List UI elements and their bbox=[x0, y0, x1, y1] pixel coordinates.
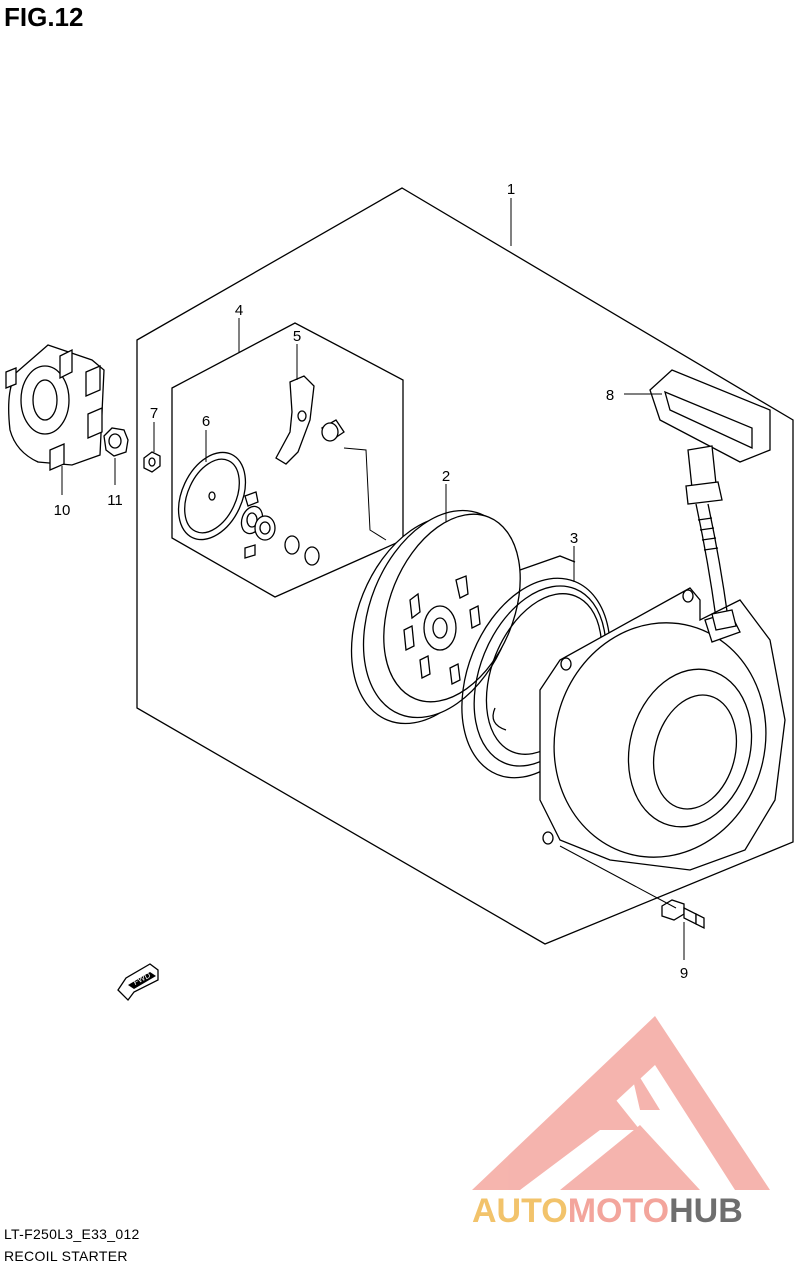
diagram-code: LT-F250L3_E33_012 bbox=[4, 1226, 140, 1242]
plate-part bbox=[177, 451, 247, 541]
fwd-arrow-icon: FWD bbox=[117, 963, 159, 1001]
watermark-auto: AUTO bbox=[472, 1192, 568, 1230]
callout-6: 6 bbox=[202, 413, 210, 430]
svg-text:AUTOMOTOHUB: AUTOMOTOHUB bbox=[472, 1192, 743, 1230]
callout-5: 5 bbox=[293, 328, 301, 345]
ratchet-pawl-part bbox=[275, 375, 345, 465]
reel-part bbox=[350, 509, 521, 725]
small-nut-part bbox=[143, 451, 161, 473]
watermark-moto: MOTO bbox=[568, 1192, 669, 1230]
watermark-text: AUTOMOTOHUB bbox=[472, 1192, 743, 1230]
leader-pin bbox=[343, 447, 387, 541]
callout-7: 7 bbox=[150, 405, 158, 422]
callout-10: 10 bbox=[54, 502, 71, 519]
leader-lines bbox=[61, 198, 685, 960]
callout-8: 8 bbox=[606, 387, 614, 404]
callout-9: 9 bbox=[680, 965, 688, 982]
starter-case-part bbox=[539, 587, 786, 871]
nut-part bbox=[103, 427, 129, 457]
starter-cup-part bbox=[5, 344, 105, 471]
figure-title: FIG.12 bbox=[4, 2, 84, 32]
callout-2: 2 bbox=[442, 468, 450, 485]
bolt-part bbox=[661, 899, 705, 930]
assembly-boundary bbox=[136, 187, 794, 945]
ratchet-bits bbox=[240, 491, 320, 566]
diagram-name: RECOIL STARTER bbox=[4, 1248, 128, 1264]
callout-4: 4 bbox=[235, 302, 243, 319]
callout-11: 11 bbox=[107, 492, 123, 509]
watermark-hub: HUB bbox=[669, 1192, 743, 1230]
callout-1: 1 bbox=[507, 181, 515, 198]
watermark-logo bbox=[472, 1016, 770, 1190]
callout-labels: 1 2 3 4 5 6 7 8 9 10 11 bbox=[54, 181, 689, 982]
handle-part bbox=[649, 369, 771, 631]
callout-3: 3 bbox=[570, 530, 578, 547]
